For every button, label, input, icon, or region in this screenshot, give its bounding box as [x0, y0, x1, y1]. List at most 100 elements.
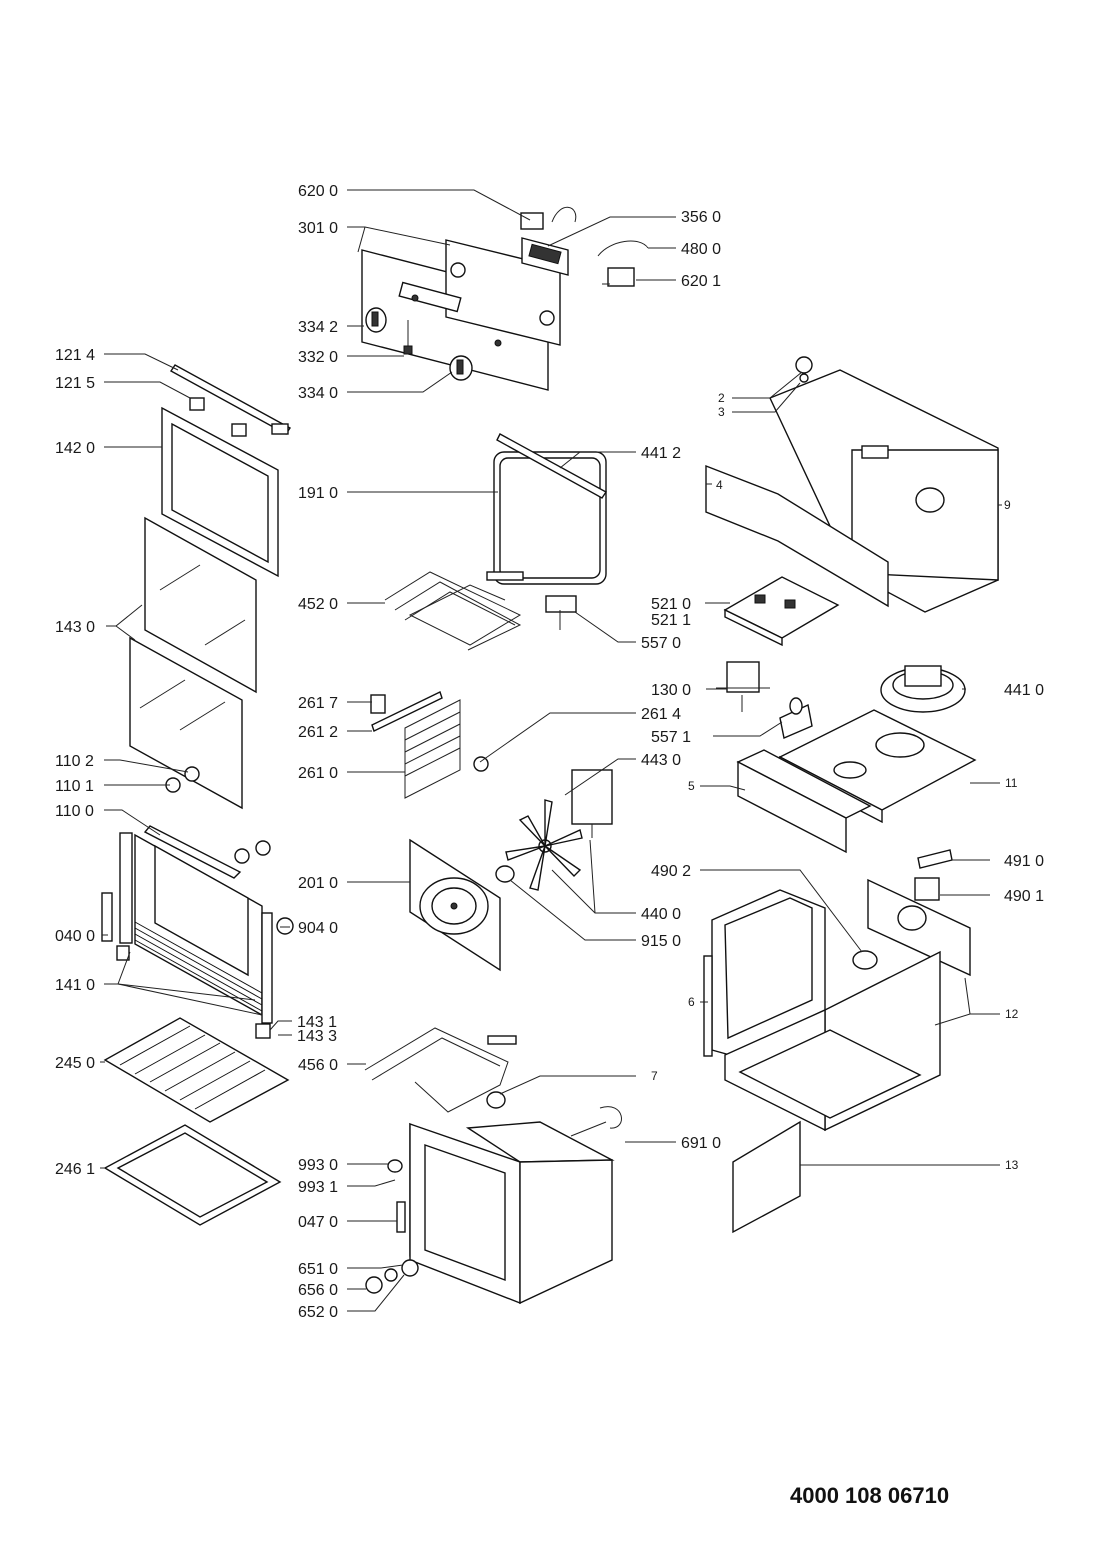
- door-top-trim: [169, 364, 292, 437]
- top-heating-element: [384, 571, 524, 651]
- label-620-0: 620 0: [298, 183, 338, 200]
- tangential-fan: [880, 665, 966, 713]
- wiring-480: [597, 240, 649, 257]
- label-557-1: 557 1: [651, 729, 691, 746]
- screw-993-0: [387, 1159, 403, 1173]
- label-261-7: 261 7: [298, 695, 338, 712]
- screw-993-1: [374, 1179, 396, 1187]
- knob-334-2: [365, 307, 387, 333]
- label-490-1: 490 1: [1004, 888, 1044, 905]
- side-panel-6: [703, 955, 713, 1057]
- label-191-0: 191 0: [298, 485, 338, 502]
- label-13: 13: [1005, 1158, 1019, 1172]
- label-261-0: 261 0: [298, 765, 338, 782]
- display-module: [521, 237, 569, 276]
- label-130-0: 130 0: [651, 682, 691, 699]
- selector-switch-lower: [602, 267, 635, 287]
- label-490-2: 490 2: [651, 863, 691, 880]
- label-201-0: 201 0: [298, 875, 338, 892]
- knob-334-0: [449, 355, 473, 381]
- label-620-1: 620 1: [681, 273, 721, 290]
- fan-guard-490-2: [852, 950, 878, 970]
- label-656-0: 656 0: [298, 1282, 338, 1299]
- top-casing: [769, 356, 999, 613]
- label-904-0: 904 0: [298, 920, 338, 937]
- rear-panel: [409, 838, 501, 972]
- label-557-0: 557 0: [641, 635, 681, 652]
- label-142-0: 142 0: [55, 440, 95, 457]
- lamp-cover-set: [365, 1259, 419, 1294]
- convection-motor: [571, 769, 613, 838]
- label-9: 9: [1004, 498, 1011, 512]
- back-panel: [867, 878, 971, 977]
- meat-probe-socket: [570, 1106, 622, 1137]
- label-11: 11: [1005, 776, 1018, 790]
- spring-332-0: [403, 320, 413, 355]
- document-number: 4000 108 06710: [790, 1483, 950, 1508]
- label-332-0: 332 0: [298, 349, 338, 366]
- hinge-receiver-047: [396, 1201, 406, 1233]
- door-bumper-904: [276, 917, 294, 935]
- label-143-0: 143 0: [55, 619, 95, 636]
- oven-cavity: [409, 1121, 615, 1305]
- label-121-4: 121 4: [55, 347, 95, 364]
- cooling-fan-motor: [716, 661, 770, 712]
- label-691-0: 691 0: [681, 1135, 721, 1152]
- label-915-0: 915 0: [641, 933, 681, 950]
- label-651-0: 651 0: [298, 1261, 338, 1278]
- circular-heating-element: [364, 1027, 517, 1113]
- thermostat-557-1: [779, 697, 813, 739]
- part-labels: 620 0 356 0 301 0 480 0 620 1 334 2 332 …: [55, 183, 1044, 1321]
- label-110-2: 110 2: [55, 753, 94, 770]
- label-521-0: 521 0: [651, 596, 691, 613]
- label-521-1: 521 1: [651, 612, 691, 629]
- label-040-0: 040 0: [55, 928, 95, 945]
- label-441-0: 441 0: [1004, 682, 1044, 699]
- leader-lines: [100, 189, 1002, 1312]
- side-rail-left: [370, 691, 489, 799]
- label-334-2: 334 2: [298, 319, 338, 336]
- drip-tray: [103, 1124, 282, 1226]
- label-143-3: 143 3: [297, 1028, 337, 1045]
- label-261-4: 261 4: [641, 706, 681, 723]
- label-121-5: 121 5: [55, 375, 95, 392]
- label-7: 7: [651, 1069, 658, 1083]
- front-strip: [736, 749, 872, 854]
- label-480-0: 480 0: [681, 241, 721, 258]
- label-245-0: 245 0: [55, 1055, 95, 1072]
- label-456-0: 456 0: [298, 1057, 338, 1074]
- wire-shelf: [103, 1017, 290, 1123]
- label-4: 4: [716, 478, 723, 492]
- label-356-0: 356 0: [681, 209, 721, 226]
- label-6: 6: [688, 995, 695, 1009]
- inner-glass-1: [144, 516, 257, 694]
- outer-door-glass: [161, 406, 279, 578]
- oven-lamp: [486, 1091, 506, 1109]
- label-491-0: 491 0: [1004, 853, 1044, 870]
- label-143-1: 143 1: [297, 1014, 337, 1031]
- label-334-0: 334 0: [298, 385, 338, 402]
- label-452-0: 452 0: [298, 596, 338, 613]
- label-443-0: 443 0: [641, 752, 681, 769]
- label-3: 3: [718, 405, 725, 419]
- control-panel: [361, 239, 561, 391]
- fan-blade: [505, 799, 583, 891]
- label-2: 2: [718, 391, 725, 405]
- rear-bracket: [705, 464, 889, 608]
- label-440-0: 440 0: [641, 906, 681, 923]
- label-993-0: 993 0: [298, 1157, 338, 1174]
- base-plate: [732, 1120, 801, 1234]
- terminal-block: [917, 849, 953, 869]
- outer-casing-right: [724, 950, 941, 1132]
- inner-glass-2: [129, 636, 243, 810]
- label-301-0: 301 0: [298, 220, 338, 237]
- thermostat-557-0: [545, 595, 577, 630]
- door-seal: [493, 433, 608, 585]
- label-141-0: 141 0: [55, 977, 95, 994]
- label-993-1: 993 1: [298, 1179, 338, 1196]
- outer-casing-left: [711, 889, 826, 1056]
- label-12: 12: [1005, 1007, 1019, 1021]
- door-frame: [101, 825, 273, 1039]
- label-246-1: 246 1: [55, 1161, 95, 1178]
- label-441-2: 441 2: [641, 445, 681, 462]
